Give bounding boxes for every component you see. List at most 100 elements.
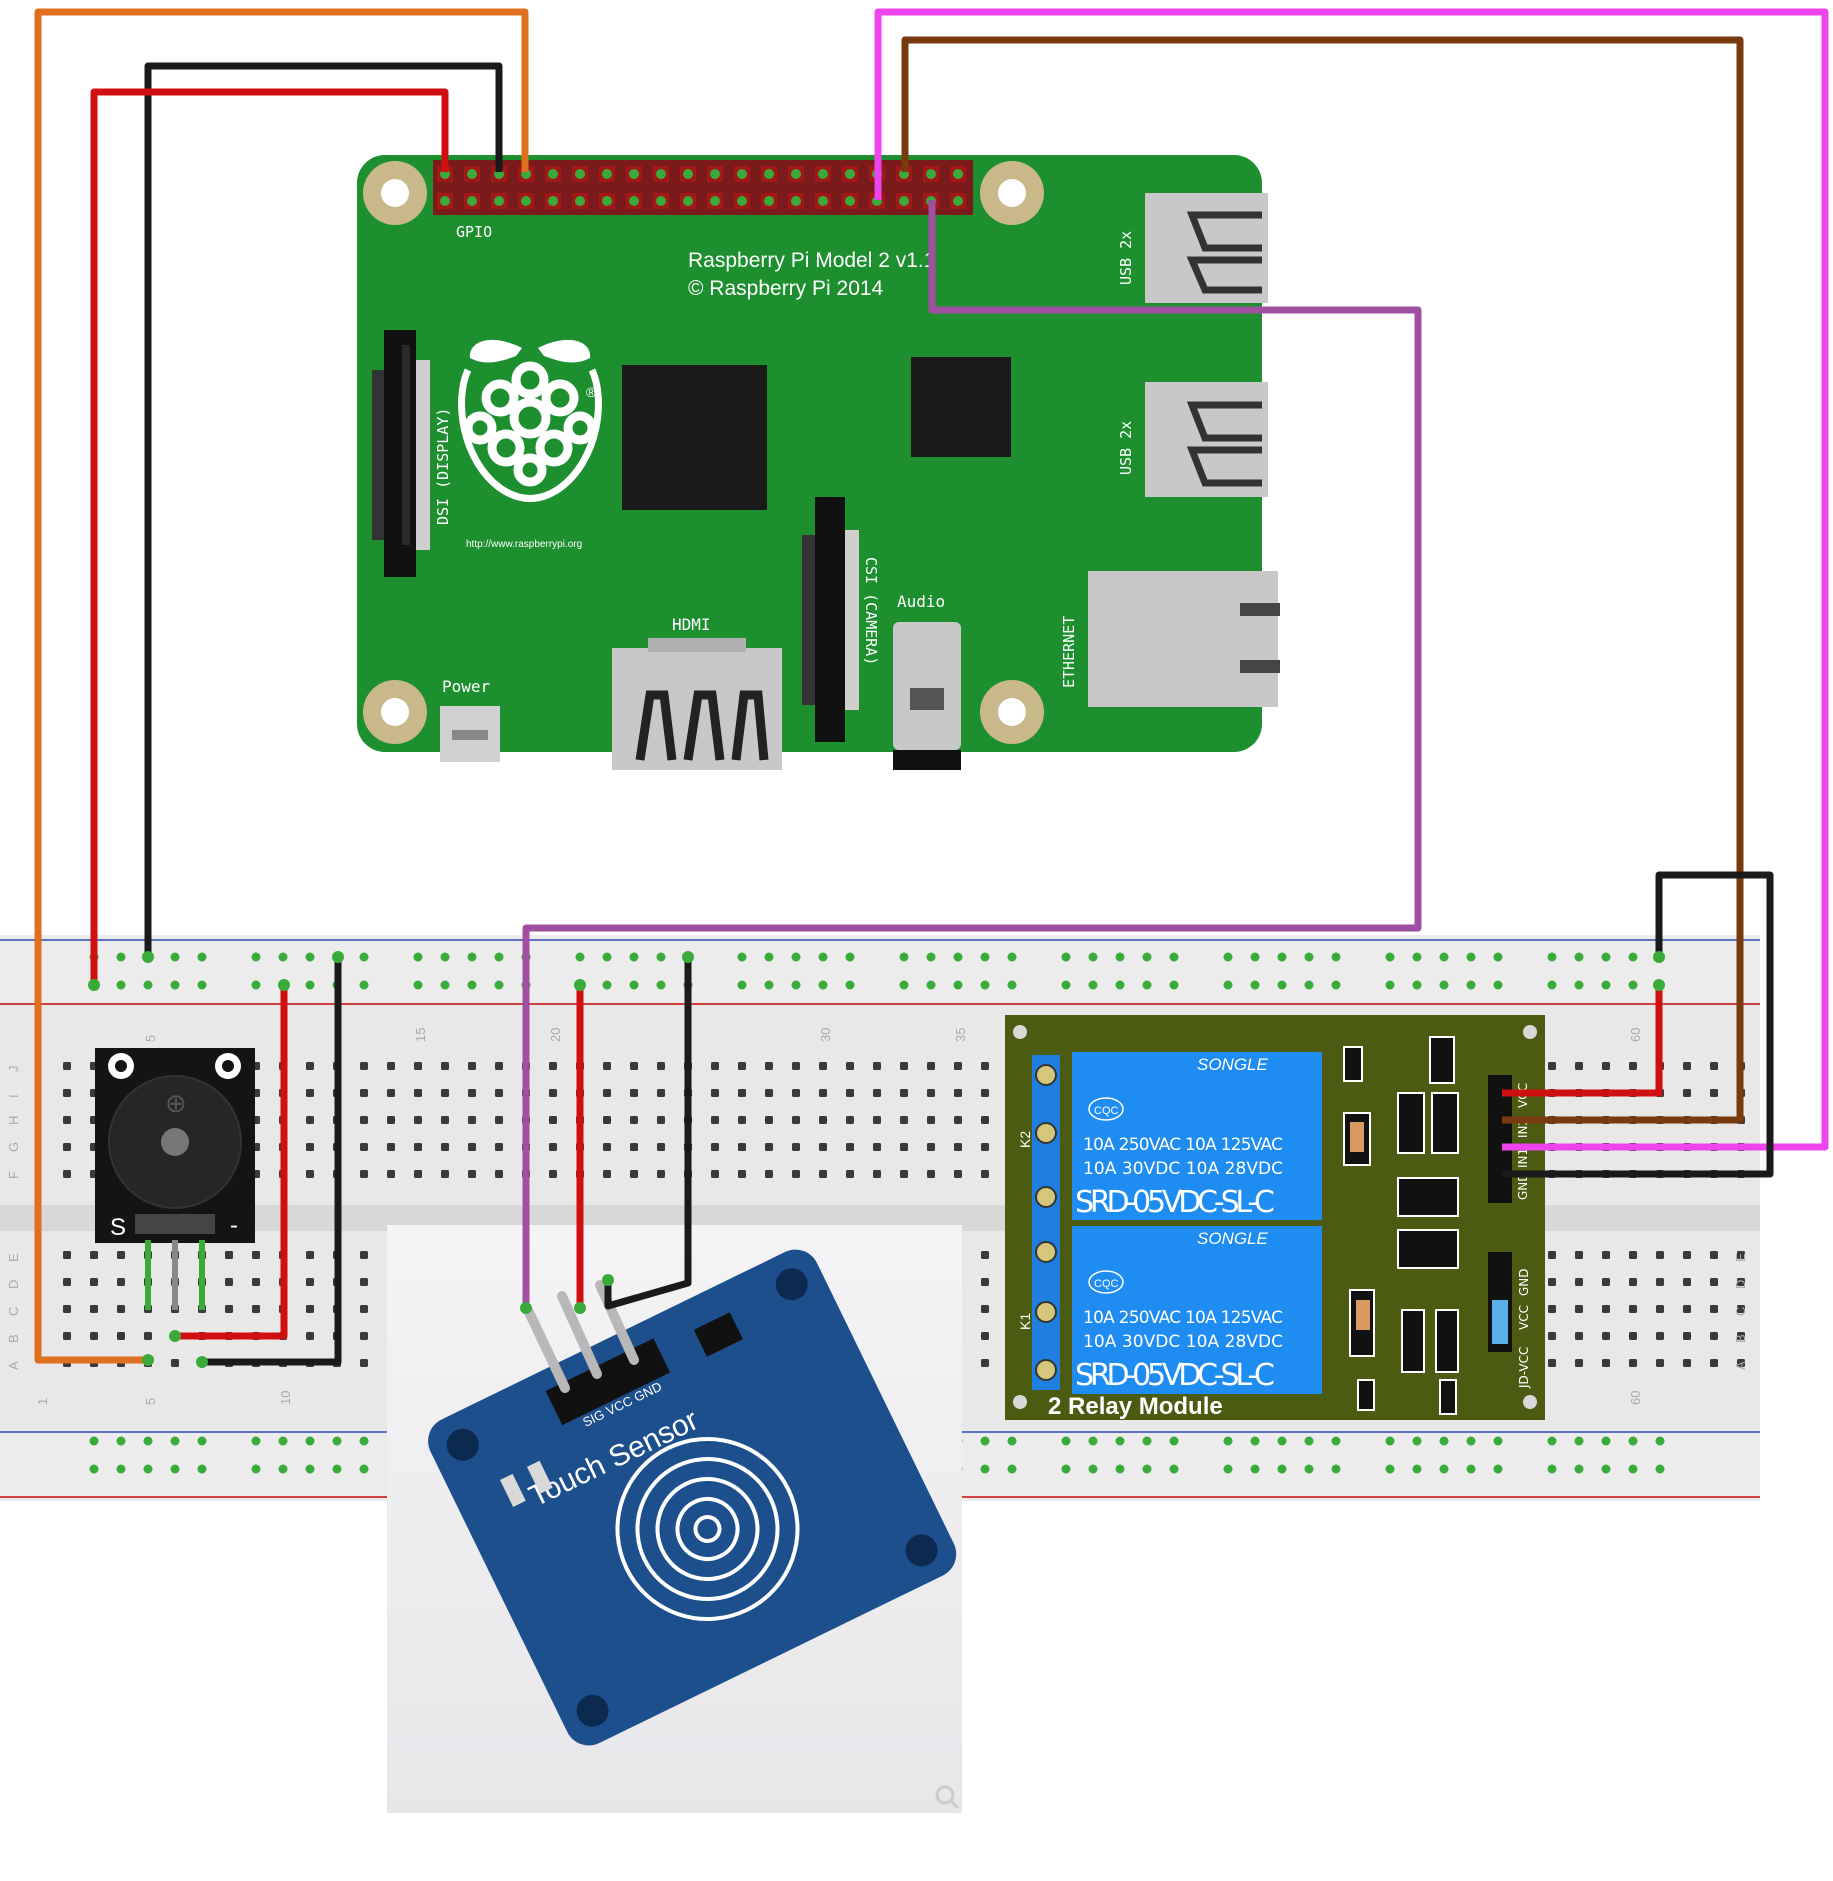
gpio-pin	[575, 169, 585, 179]
gpio-pin	[548, 169, 558, 179]
copyright-text: © Raspberry Pi 2014	[688, 277, 884, 300]
gpio-pin	[845, 169, 855, 179]
rail-hole	[1412, 980, 1422, 990]
model-name: Raspberry Pi Model 2 v1.1	[688, 249, 935, 272]
rail-hole	[1574, 1464, 1584, 1474]
gpio-pin	[926, 169, 936, 179]
screw-icon	[1035, 1186, 1057, 1208]
rail-hole	[1088, 980, 1098, 990]
rail-hole	[1169, 952, 1179, 962]
column-number: 60	[1628, 1391, 1643, 1405]
mounting-hole	[980, 680, 1044, 744]
rail-hole	[1601, 1436, 1611, 1446]
rail-hole	[278, 1464, 288, 1474]
column-number: 60	[1628, 1028, 1643, 1042]
rail-hole	[170, 952, 180, 962]
gpio-pin	[656, 196, 666, 206]
relay-k1: SONGLE CQC 10A 250VAC 10A 125VAC 10A 30V…	[1072, 1226, 1322, 1394]
screw-icon	[1035, 1064, 1057, 1086]
gpio-pin	[791, 169, 801, 179]
wire-red	[175, 985, 288, 1340]
rail-hole	[1277, 1436, 1287, 1446]
rail-hole	[1277, 952, 1287, 962]
wire-red	[90, 88, 449, 985]
cert-badge	[1088, 1097, 1124, 1121]
ethernet-port	[1088, 571, 1280, 707]
gpio-pin	[521, 196, 531, 206]
rail-hole	[953, 952, 963, 962]
rail-hole	[1115, 1464, 1125, 1474]
gpio-pin	[656, 169, 666, 179]
plus-symbol: ⊕	[165, 1088, 187, 1118]
rail-hole	[1412, 1436, 1422, 1446]
raspberry-logo-icon	[458, 339, 602, 502]
relay-spec: 10A 30VDC 10A 28VDC	[1083, 1332, 1283, 1352]
soc-chip	[622, 365, 767, 510]
column-number: 5	[143, 1035, 158, 1042]
trademark-symbol: ®	[586, 384, 597, 400]
rail-hole	[1466, 980, 1476, 990]
hdmi-label: HDMI	[672, 615, 711, 634]
rail-hole	[575, 952, 585, 962]
rail-hole	[494, 980, 504, 990]
wire-purple	[522, 200, 1422, 1308]
row-letter: H	[6, 1116, 21, 1125]
rail-hole	[791, 952, 801, 962]
column-number: 35	[953, 1028, 968, 1042]
rail-hole	[413, 952, 423, 962]
rail-hole	[953, 980, 963, 990]
rail-hole	[845, 980, 855, 990]
relay-spec: 10A 250VAC 10A 125VAC	[1083, 1308, 1283, 1328]
rail-hole	[1088, 952, 1098, 962]
wire-black	[144, 62, 503, 957]
relay-k2-label: K2	[1017, 1131, 1033, 1148]
usb-label: USB 2x	[1117, 421, 1135, 475]
rail-hole	[197, 1464, 207, 1474]
rail-hole	[1277, 1464, 1287, 1474]
rail-hole	[305, 952, 315, 962]
rail-hole	[1385, 1464, 1395, 1474]
gpio-pin	[602, 196, 612, 206]
sensor-ic	[693, 1312, 743, 1357]
wire-brown	[901, 36, 1744, 1124]
audio-label: Audio	[897, 592, 945, 611]
rail-hole	[1007, 1436, 1017, 1446]
gpio-pin	[467, 196, 477, 206]
rail-hole	[1439, 1464, 1449, 1474]
relay-module: K2 K1 SONGLE CQC 10A 250VAC 10A 125VAC 1…	[1005, 1015, 1545, 1420]
csi-connector	[802, 497, 859, 742]
rail-hole	[89, 1436, 99, 1446]
rail-hole	[1061, 980, 1071, 990]
rail-hole	[143, 980, 153, 990]
rail-hole	[1331, 980, 1341, 990]
buzzer-minus-label: -	[230, 1212, 238, 1239]
rail-hole	[1628, 1464, 1638, 1474]
rail-hole	[1331, 952, 1341, 962]
rail-hole	[1061, 1464, 1071, 1474]
gpio-pin	[494, 196, 504, 206]
rail-hole	[89, 1464, 99, 1474]
usb-port	[1145, 382, 1268, 497]
rail-hole	[1493, 952, 1503, 962]
wire-black	[604, 957, 692, 1310]
dsi-label: DSI (DISPLAY)	[434, 408, 452, 525]
rail-hole	[251, 1464, 261, 1474]
power-label: Power	[442, 677, 491, 696]
column-number: 5	[143, 1398, 158, 1405]
gpio-pin	[737, 196, 747, 206]
mounting-hole	[980, 161, 1044, 225]
rail-hole	[1223, 1436, 1233, 1446]
rail-hole	[1331, 1464, 1341, 1474]
audio-jack	[893, 622, 961, 770]
rail-hole	[980, 952, 990, 962]
gpio-pin	[818, 196, 828, 206]
column-number: 15	[413, 1028, 428, 1042]
ethernet-label: ETHERNET	[1060, 616, 1078, 688]
rail-hole	[1142, 1464, 1152, 1474]
rail-hole	[1601, 980, 1611, 990]
rail-hole	[1088, 1436, 1098, 1446]
screw-terminal	[1032, 1055, 1060, 1390]
rail-hole	[899, 980, 909, 990]
magnifier-icon	[935, 1785, 960, 1810]
relay-model: SRD-05VDC-SL-C	[1075, 1185, 1275, 1220]
